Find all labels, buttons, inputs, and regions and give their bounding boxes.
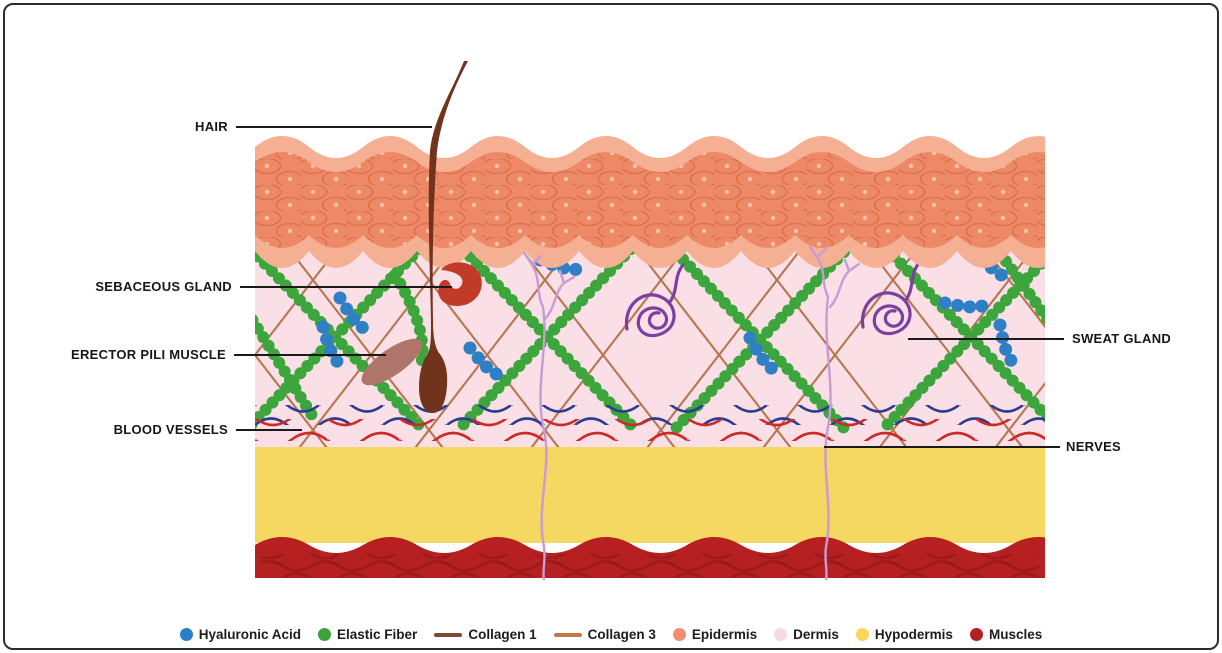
legend-label: Epidermis <box>691 627 758 642</box>
hypodermis-layer <box>255 447 1045 543</box>
legend-item-muscles: Muscles <box>969 627 1043 642</box>
legend-item-epidermis: Epidermis <box>672 627 758 642</box>
legend-item-collagen-1: Collagen 1 <box>434 627 537 642</box>
leader-line-erector-pili-muscle <box>234 354 386 356</box>
legend-swatch-line <box>434 632 463 637</box>
legend-label: Hypodermis <box>874 627 953 642</box>
legend-swatch-line <box>553 632 582 637</box>
legend-swatch-dot <box>774 628 788 641</box>
legend-label: Collagen 3 <box>587 627 656 642</box>
elastic-fibers <box>255 249 1045 428</box>
legend-swatch-dot <box>969 628 983 641</box>
nerve-fibers <box>523 245 861 580</box>
legend-swatch-dot <box>855 628 869 641</box>
hair-shaft <box>419 61 468 413</box>
label-sweat-gland: SWEAT GLAND <box>1072 331 1172 346</box>
legend-item-dermis: Dermis <box>774 627 839 642</box>
legend-item-hypodermis: Hypodermis <box>855 627 953 642</box>
legend-label: Hyaluronic Acid <box>198 627 302 642</box>
leader-line-blood-vessels <box>236 429 302 431</box>
legend-item-hyaluronic-acid: Hyaluronic Acid <box>179 627 302 642</box>
legend-item-elastic-fiber: Elastic Fiber <box>318 627 417 642</box>
leader-line-sebaceous-gland <box>240 286 452 288</box>
legend-label: Collagen 1 <box>468 627 537 642</box>
label-erector-pili-muscle: ERECTOR PILI MUSCLE <box>71 347 226 362</box>
muscle-layer <box>255 537 1045 578</box>
legend-item-collagen-3: Collagen 3 <box>553 627 656 642</box>
label-hair: HAIR <box>195 119 228 134</box>
leader-line-nerves <box>824 446 1060 448</box>
leader-line-hair <box>236 126 432 128</box>
legend-label: Dermis <box>793 627 839 642</box>
legend-swatch-dot <box>318 628 332 641</box>
legend-label: Muscles <box>988 627 1043 642</box>
epidermis-layer <box>255 136 1045 268</box>
erector-pili-muscle <box>361 338 423 386</box>
legend-label: Elastic Fiber <box>337 627 418 642</box>
label-nerves: NERVES <box>1066 439 1122 454</box>
leader-line-sweat-gland <box>908 338 1064 340</box>
legend: Hyaluronic Acid Elastic Fiber Collagen 1 Co… <box>0 627 1222 642</box>
sebaceous-gland <box>438 262 482 306</box>
skin-cross-section-illustration <box>255 61 1045 580</box>
legend-swatch-dot <box>672 628 686 641</box>
label-sebaceous-gland: SEBACEOUS GLAND <box>95 279 232 294</box>
legend-swatch-dot <box>179 628 193 641</box>
label-blood-vessels: BLOOD VESSELS <box>113 422 228 437</box>
blood-vessels <box>255 405 1045 441</box>
